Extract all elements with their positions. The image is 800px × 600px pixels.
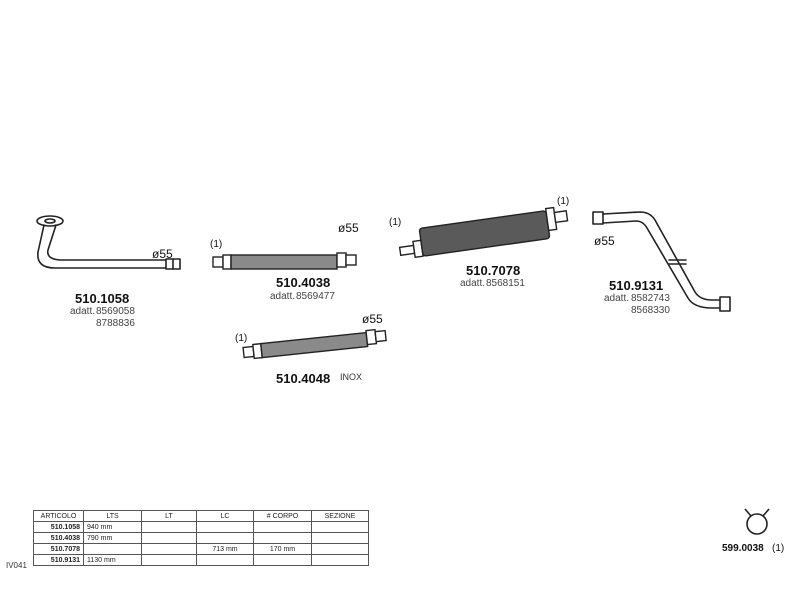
ref-510-4038: 8569477	[296, 291, 335, 302]
clamp-599-0038	[744, 508, 770, 535]
parts-table: ARTICOLO LTS LT LC # CORPO SEZIONE 510.1…	[33, 510, 369, 566]
part-code-510-4038: 510.4038	[276, 275, 331, 290]
part-code-599-0038: 599.0038	[722, 543, 764, 554]
header-sezione: SEZIONE	[311, 510, 369, 522]
diameter-label-510-1058: ø55	[152, 247, 173, 261]
ref-510-9131-b: 8568330	[631, 305, 670, 316]
side-code: IV041	[6, 561, 27, 570]
cell-sezione	[311, 543, 369, 555]
adapt-label-510-1058: adatt.	[70, 306, 96, 317]
cell-articolo: 510.1058	[33, 521, 84, 533]
cell-lc	[196, 554, 254, 566]
qty-right-510-7078: (1)	[557, 196, 570, 207]
table-row: 510.9131 1130 mm	[33, 554, 369, 566]
adapt-label-510-4038: adatt.	[270, 291, 296, 302]
cell-lts: 790 mm	[83, 532, 142, 544]
qty-label-599-0038: (1)	[772, 543, 785, 554]
adapt-label-510-9131: adatt.	[604, 293, 630, 304]
diameter-label-510-9131: ø55	[594, 234, 615, 248]
qty-label-510-4038: (1)	[210, 239, 223, 250]
part-code-510-7078: 510.7078	[466, 263, 521, 278]
diameter-label-510-4038: ø55	[338, 221, 359, 235]
part-code-510-9131: 510.9131	[609, 278, 664, 293]
flex-pipe-510-4048	[242, 328, 387, 360]
cell-corpo	[253, 554, 312, 566]
note-510-4048: INOX	[340, 372, 363, 382]
cell-lt	[141, 554, 197, 566]
header-lt: LT	[141, 510, 197, 522]
cell-lt	[141, 532, 197, 544]
qty-left-510-7078: (1)	[389, 217, 402, 228]
qty-label-510-4048: (1)	[235, 333, 248, 344]
diameter-label-510-4048: ø55	[362, 312, 383, 326]
table-row: 510.7078 713 mm 170 mm	[33, 543, 369, 555]
cell-lt	[141, 543, 197, 555]
adapt-label-510-7078: adatt.	[460, 278, 486, 289]
part-code-510-1058: 510.1058	[75, 291, 130, 306]
part-code-510-4048: 510.4048	[276, 371, 331, 386]
cell-lts	[83, 543, 142, 555]
table-row: 510.1058 940 mm	[33, 521, 369, 533]
header-lts: LTS	[83, 510, 142, 522]
cell-articolo: 510.7078	[33, 543, 84, 555]
cell-sezione	[311, 554, 369, 566]
ref-510-1058-b: 8788836	[96, 318, 135, 329]
cell-lc: 713 mm	[196, 543, 254, 555]
cell-lt	[141, 521, 197, 533]
cell-corpo	[253, 532, 312, 544]
cell-articolo: 510.9131	[33, 554, 84, 566]
ref-510-7078: 8568151	[486, 278, 525, 289]
header-articolo: ARTICOLO	[33, 510, 84, 522]
table-header-row: ARTICOLO LTS LT LC # CORPO SEZIONE	[33, 510, 369, 522]
pipe-510-9131	[592, 211, 731, 312]
header-corpo: # CORPO	[253, 510, 312, 522]
pipe-510-1058	[36, 215, 181, 270]
cell-lts: 1130 mm	[83, 554, 142, 566]
table-row: 510.4038 790 mm	[33, 532, 369, 544]
cell-sezione	[311, 521, 369, 533]
muffler-510-7078	[398, 206, 569, 259]
cell-sezione	[311, 532, 369, 544]
cell-corpo	[253, 521, 312, 533]
cell-corpo: 170 mm	[253, 543, 312, 555]
flex-pipe-510-4038	[212, 252, 357, 270]
ref-510-1058-a: 8569058	[96, 306, 135, 317]
cell-lc	[196, 521, 254, 533]
cell-lc	[196, 532, 254, 544]
cell-articolo: 510.4038	[33, 532, 84, 544]
header-lc: LC	[196, 510, 254, 522]
ref-510-9131-a: 8582743	[631, 293, 670, 304]
cell-lts: 940 mm	[83, 521, 142, 533]
